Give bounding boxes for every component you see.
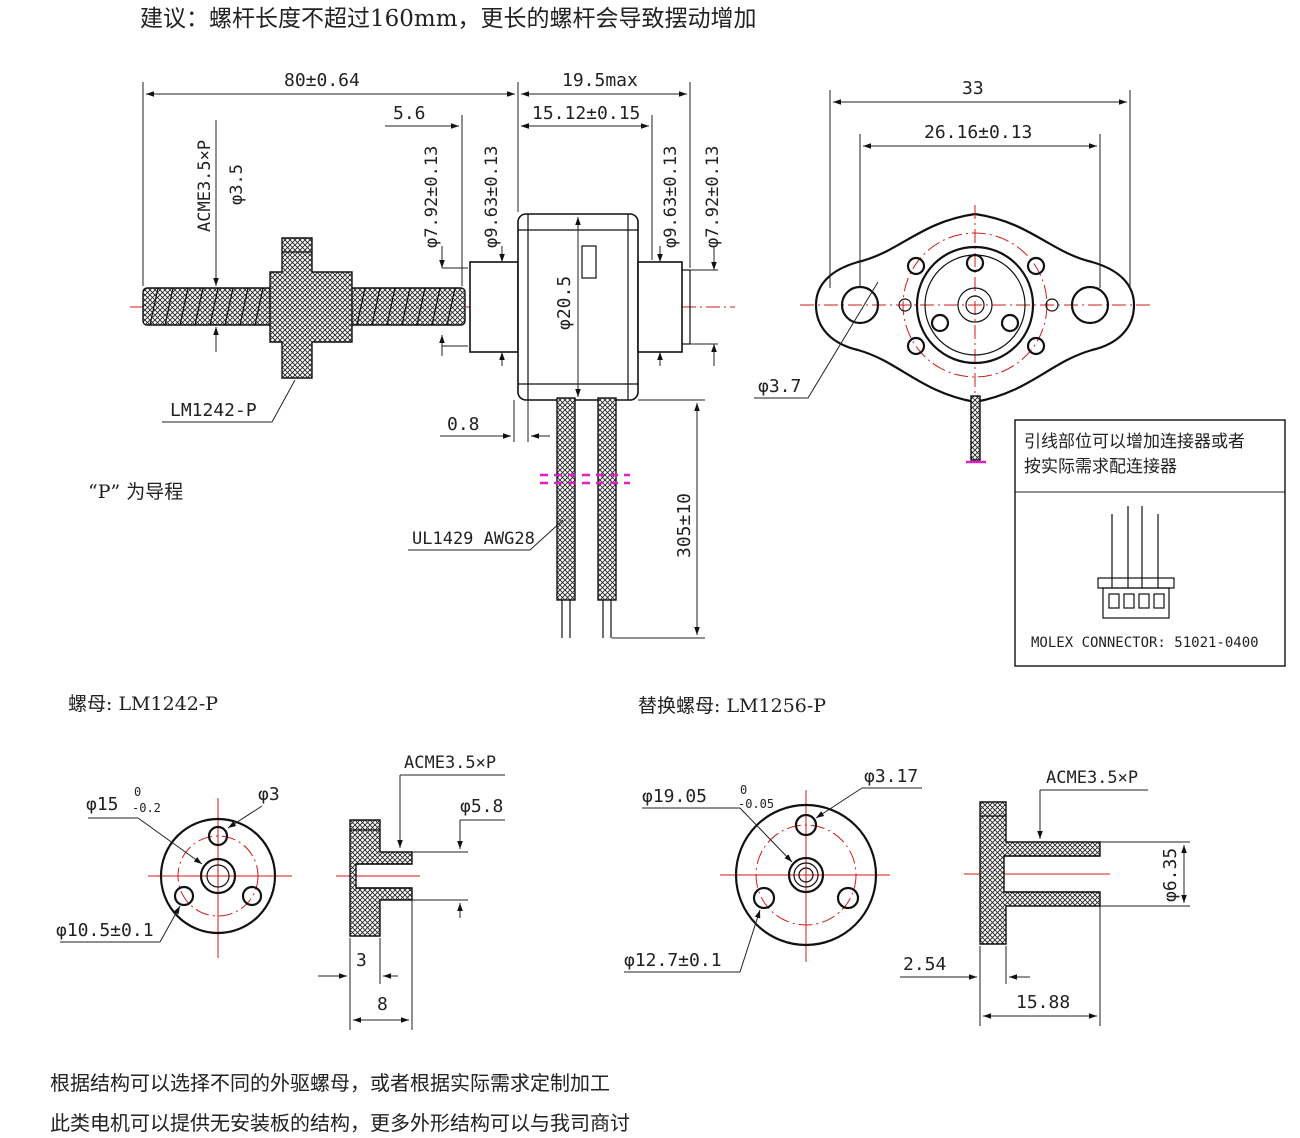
nut1-dim-hub: φ5.8 xyxy=(460,796,503,817)
nut2-outer xyxy=(734,803,878,947)
connector-note-line1: 引线部位可以增加连接器或者 xyxy=(1024,432,1245,452)
dim-9-63-left: φ9.63±0.13 xyxy=(482,146,502,248)
nut1-tol-upper: 0 xyxy=(134,785,141,799)
mounting-flange xyxy=(814,212,1136,404)
dim-5-6: 5.6 xyxy=(393,103,426,124)
lead-wire-left xyxy=(556,397,576,601)
right-hub xyxy=(637,261,683,353)
front-view: 33 26.16±0.13 φ3.7 xyxy=(754,78,1150,464)
nut-label: LM1242-P xyxy=(170,400,257,421)
nut2-tol-lower: -0.05 xyxy=(738,797,774,811)
nut1-outer xyxy=(159,817,277,935)
nut2-dim-hole: φ3.17 xyxy=(864,766,918,787)
nut1-dim-pcd: φ10.5±0.1 xyxy=(56,920,154,941)
nut2-dim-length: 15.88 xyxy=(1016,992,1070,1013)
dim-body: 19.5max xyxy=(562,70,638,91)
wire-length: 305±10 xyxy=(674,493,695,558)
dim-overall: 80±0.64 xyxy=(284,70,360,91)
mount-hole-right xyxy=(1070,285,1110,325)
nut1-dim-flange: 3 xyxy=(356,950,367,971)
wire-label: UL1429 AWG28 xyxy=(412,529,535,549)
bolt-circle xyxy=(902,232,1048,378)
thread-spec: ACME3.5×P xyxy=(195,140,215,232)
side-view: 80±0.64 19.5max 5.6 15.12±0.15 φ7.92±0.1… xyxy=(88,70,735,639)
lead-wire-right xyxy=(597,397,617,601)
connector-label: MOLEX CONNECTOR: 51021-0400 xyxy=(1031,635,1259,651)
nut1-section: 螺母: LM1242-P φ15 0 -0.2 φ3 φ10.5±0.1 ACM… xyxy=(56,693,505,1030)
dim-width: 33 xyxy=(962,78,984,99)
dim-15-12: 15.12±0.15 xyxy=(532,103,640,124)
nut2-dim-hub: φ6.35 xyxy=(1160,848,1181,902)
screw-nut xyxy=(269,237,353,379)
header-note: 建议：螺杆长度不超过160mm，更长的螺杆会导致摆动增加 xyxy=(140,6,757,32)
lead-note: “P” 为导程 xyxy=(88,481,183,503)
nut1-tol-lower: -0.2 xyxy=(132,801,161,815)
hole-dia: φ3.7 xyxy=(758,376,801,397)
thread-dia: φ3.5 xyxy=(227,164,247,205)
body-dia: φ20.5 xyxy=(554,276,575,330)
nut2-section: 替换螺母: LM1256-P φ19.05 0 -0.05 φ3.17 φ12.… xyxy=(624,695,1190,1026)
central-boss xyxy=(915,245,1035,365)
nut1-dim-hole: φ3 xyxy=(258,784,280,805)
nut2-dim-flange: 2.54 xyxy=(903,954,946,975)
nut2-dim-outer: φ19.05 xyxy=(642,786,707,807)
nut2-title: 替换螺母: LM1256-P xyxy=(638,695,826,717)
nut2-dim-pcd: φ12.7±0.1 xyxy=(624,950,722,971)
left-hub xyxy=(469,261,519,353)
dim-hole-spacing: 26.16±0.13 xyxy=(924,122,1032,143)
dim-0-8: 0.8 xyxy=(447,414,480,435)
nut1-thread: ACME3.5×P xyxy=(404,753,496,773)
nut1-title: 螺母: LM1242-P xyxy=(68,693,218,715)
dim-7-92-right: φ7.92±0.13 xyxy=(703,146,723,248)
nut2-tol-upper: 0 xyxy=(740,783,747,797)
nut1-section-profile xyxy=(349,819,413,937)
connector-icon xyxy=(1097,506,1175,619)
nut1-dim-length: 8 xyxy=(377,994,388,1015)
footer-line1: 根据结构可以选择不同的外驱螺母，或者根据实际需求定制加工 xyxy=(50,1071,610,1095)
nut2-thread: ACME3.5×P xyxy=(1046,768,1138,788)
dim-9-63-right: φ9.63±0.13 xyxy=(661,146,681,248)
connector-box: 引线部位可以增加连接器或者 按实际需求配连接器 MOLEX CONNECTOR:… xyxy=(1014,419,1286,667)
connector-note-line2: 按实际需求配连接器 xyxy=(1024,457,1177,477)
nut1-dim-outer: φ15 xyxy=(86,794,119,815)
footer-line2: 此类电机可以提供无安装板的结构，更多外形结构可以与我司商讨 xyxy=(50,1111,630,1135)
dim-7-92-left: φ7.92±0.13 xyxy=(422,146,442,248)
